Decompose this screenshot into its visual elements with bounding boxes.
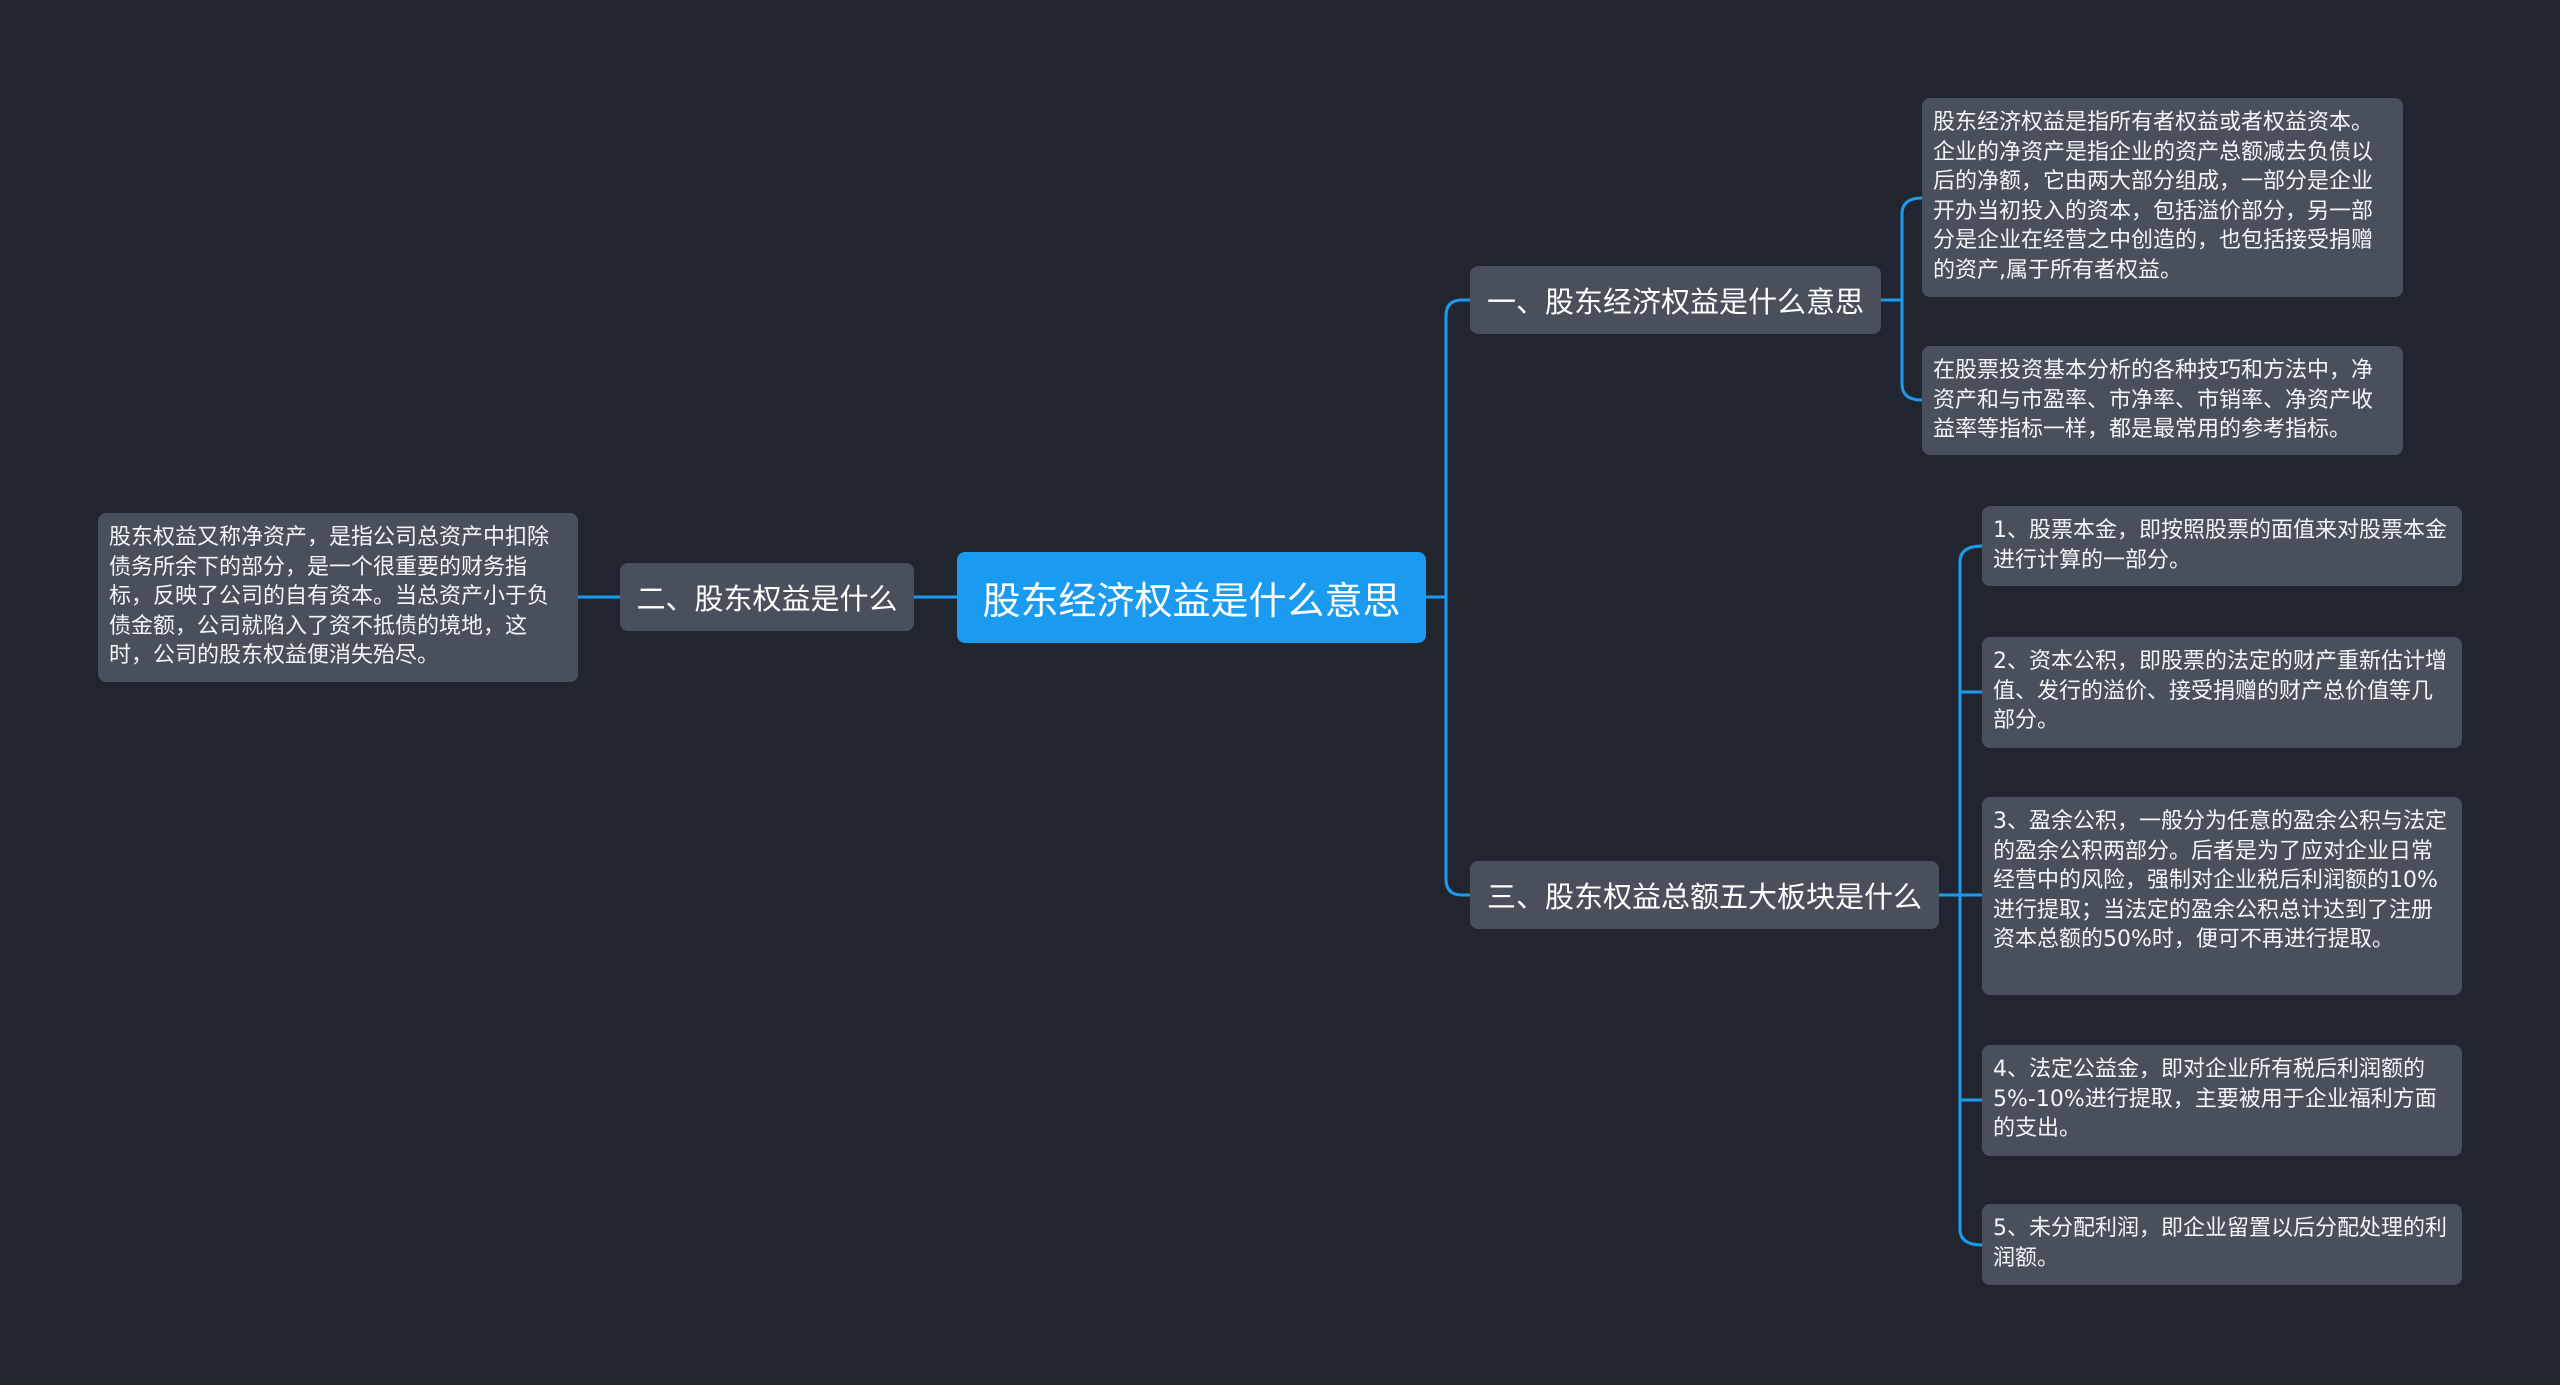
branch-node-2[interactable]: 二、股东权益是什么 [620, 563, 914, 631]
leaf-text: 股东权益又称净资产，是指公司总资产中扣除债务所余下的部分，是一个很重要的财务指标… [109, 525, 550, 668]
connector-branch-1-bracket [1900, 196, 1924, 402]
leaf-node-1-2[interactable]: 在股票投资基本分析的各种技巧和方法中，净资产和与市盈率、市净率、市销率、净资产收… [1922, 346, 2403, 455]
leaf-text: 股东经济权益是指所有者权益或者权益资本。企业的净资产是指企业的资产总额减去负债以… [1933, 110, 2374, 283]
root-node[interactable]: 股东经济权益是什么意思 [957, 552, 1426, 643]
connector-right-trunk [1444, 298, 1464, 897]
leaf-node-1-1[interactable]: 股东经济权益是指所有者权益或者权益资本。企业的净资产是指企业的资产总额减去负债以… [1922, 98, 2403, 297]
leaf-node-3-2[interactable]: 2、资本公积，即股票的法定的财产重新估计增值、发行的溢价、接受捐赠的财产总价值等… [1982, 637, 2462, 748]
leaf-text: 2、资本公积，即股票的法定的财产重新估计增值、发行的溢价、接受捐赠的财产总价值等… [1993, 649, 2447, 733]
leaf-node-3-1[interactable]: 1、股票本金，即按照股票的面值来对股票本金进行计算的一部分。 [1982, 506, 2462, 586]
leaf-text: 4、法定公益金，即对企业所有税后利润额的5%-10%进行提取，主要被用于企业福利… [1993, 1057, 2437, 1141]
leaf-text: 5、未分配利润，即企业留置以后分配处理的利润额。 [1993, 1216, 2447, 1271]
leaf-text: 在股票投资基本分析的各种技巧和方法中，净资产和与市盈率、市净率、市销率、净资产收… [1933, 358, 2374, 442]
branch-node-3[interactable]: 三、股东权益总额五大板块是什么 [1470, 861, 1939, 929]
leaf-node-3-5[interactable]: 5、未分配利润，即企业留置以后分配处理的利润额。 [1982, 1204, 2462, 1285]
leaf-node-3-3[interactable]: 3、盈余公积，一般分为任意的盈余公积与法定的盈余公积两部分。后者是为了应对企业日… [1982, 797, 2462, 995]
leaf-node-2-1[interactable]: 股东权益又称净资产，是指公司总资产中扣除债务所余下的部分，是一个很重要的财务指标… [98, 513, 578, 682]
leaf-text: 1、股票本金，即按照股票的面值来对股票本金进行计算的一部分。 [1993, 518, 2447, 573]
branch-node-1[interactable]: 一、股东经济权益是什么意思 [1470, 266, 1881, 334]
leaf-text: 3、盈余公积，一般分为任意的盈余公积与法定的盈余公积两部分。后者是为了应对企业日… [1993, 809, 2447, 952]
leaf-node-3-4[interactable]: 4、法定公益金，即对企业所有税后利润额的5%-10%进行提取，主要被用于企业福利… [1982, 1045, 2462, 1156]
